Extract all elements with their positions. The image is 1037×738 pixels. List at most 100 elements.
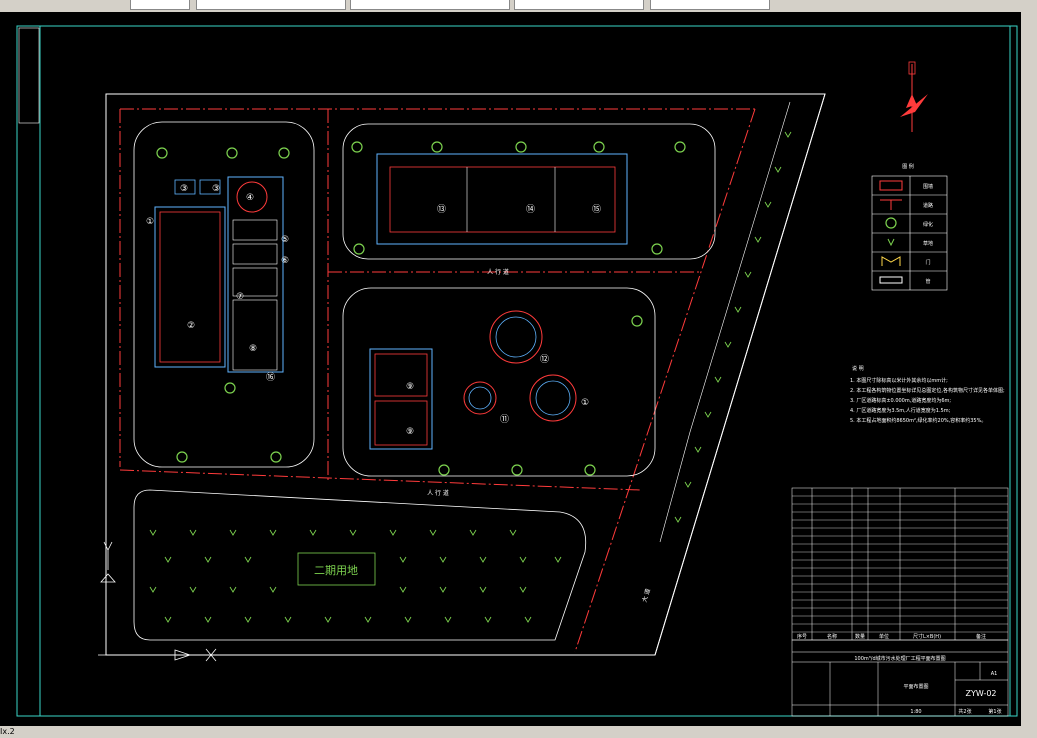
room <box>232 219 278 241</box>
drawing-number: ZYW-02 <box>965 689 996 698</box>
tank-10 <box>463 381 497 415</box>
sheet-number: 第1张 <box>988 708 1001 715</box>
unit-labels: ① ② ③ ④ ⑤ ⑥ ⑦ ⑧ ⑨ ⑨ ⑪ ⑫ ⑬ ⑭ ⑮ ⑯ ① ③ <box>146 184 601 437</box>
note-line: 1. 本图尺寸除标高以米计外其余均以mm计; <box>850 377 948 384</box>
tank-9-pair <box>369 348 433 450</box>
unit-number: ⑯ <box>266 372 275 383</box>
building-stack <box>227 176 284 373</box>
tank-11-inner <box>535 380 571 416</box>
wall-line <box>119 469 641 491</box>
notes: 说 明 1. 本图尺寸除标高以米计外其余均以mm计; 2. 本工程各构筑物位置坐… <box>850 365 1005 424</box>
title-block <box>791 639 1009 717</box>
tank-10-inner <box>468 386 492 410</box>
main-building-inner <box>389 166 616 233</box>
road-edge-inner <box>659 101 791 543</box>
table-header-cell: 备注 <box>976 633 986 640</box>
pipe-symbol <box>879 276 903 284</box>
small-box <box>199 179 221 195</box>
legend-title: 图 例 <box>902 163 914 170</box>
legend-label: 围墙 <box>923 183 933 190</box>
unit-number: ⑪ <box>500 414 509 425</box>
phase-2-label-box <box>297 552 376 586</box>
legend-label: 草地 <box>923 240 933 247</box>
unit-number: ③ <box>180 184 188 194</box>
note-line: 2. 本工程各构筑物位置坐标详见总图定位,各构筑物尺寸详见各单体图; <box>850 387 1005 394</box>
road-label: 大 道 <box>640 588 652 604</box>
tank-9b <box>374 400 428 446</box>
walkway-label: 人 行 道 <box>427 489 449 497</box>
cad-drawing-canvas[interactable]: 二期用地 人 行 道 人 行 道 大 道 ① ② ③ ④ ⑤ ⑥ ⑦ ⑧ ⑨ ⑨… <box>0 12 1021 726</box>
right-scrollbar[interactable] <box>1021 12 1037 726</box>
table-header-cell: 尺寸L×B(H) <box>913 633 941 640</box>
green-plot-center <box>342 287 656 477</box>
walkway-label: 人 行 道 <box>487 268 509 276</box>
status-text: Ix.2 <box>0 727 15 736</box>
legend-label: 管 <box>925 278 930 285</box>
title-block-title: 平面布置图 <box>903 683 928 690</box>
unit-number: ① <box>581 398 589 408</box>
phase-2-land <box>133 489 587 641</box>
unit-number: ⑬ <box>437 204 446 215</box>
scale: 1:80 <box>910 709 921 715</box>
tank-2 <box>154 206 226 368</box>
north-arrow-icon <box>900 61 928 132</box>
unit-number: ③ <box>212 184 220 194</box>
project-line: 100m³/d城市污水处理厂工程平面布置图 <box>854 655 945 662</box>
table-header-cell: 名称 <box>827 633 837 640</box>
unit-number: ② <box>187 321 195 331</box>
notes-title: 说 明 <box>852 365 864 372</box>
window-tab[interactable] <box>196 0 346 10</box>
small-box <box>174 179 196 195</box>
unit-number: ⑦ <box>236 292 244 302</box>
table-header-cell: 单位 <box>879 633 889 640</box>
tank-9a <box>374 353 428 397</box>
window-tab[interactable] <box>130 0 190 10</box>
legend-label: 门 <box>925 259 930 266</box>
unit-number: ⑨ <box>406 382 414 392</box>
stage-label: A1 <box>991 671 998 677</box>
tree-group <box>156 141 686 476</box>
note-line: 5. 本工程占地面积约8650m²,绿化率约20%,容积率约35%。 <box>850 417 986 424</box>
table-header-cell: 序号 <box>797 633 807 640</box>
tank-2-inner <box>159 211 221 363</box>
window-tab[interactable] <box>514 0 644 10</box>
sheet-info: 共2张 <box>958 708 971 715</box>
tank-12 <box>489 310 543 364</box>
window-tab[interactable] <box>350 0 510 10</box>
inner-frame <box>39 25 1011 717</box>
status-bar: Ix.2 <box>0 726 1037 738</box>
green-plot-north <box>342 123 716 260</box>
equipment-table <box>791 487 1009 641</box>
legend: 图 例 围墙 道路 绿化 草地 门 管 <box>871 163 948 291</box>
gate-symbol <box>881 256 901 266</box>
unit-number: ⑨ <box>406 427 414 437</box>
room <box>232 299 278 371</box>
unit-number: ⑭ <box>526 204 535 215</box>
legend-label: 绿化 <box>923 221 933 228</box>
wall-symbol <box>879 180 903 191</box>
revision-block <box>18 27 40 124</box>
wall-line <box>574 108 756 653</box>
drawing-frame <box>16 25 1018 717</box>
table-rows <box>792 495 1008 633</box>
unit-number: ⑥ <box>281 256 289 266</box>
table-header-cell: 数量 <box>855 633 865 640</box>
phase-2-label: 二期用地 <box>314 564 358 577</box>
grass-symbol <box>887 238 895 247</box>
tank-11 <box>529 374 577 422</box>
legend-label: 道路 <box>923 202 933 209</box>
room <box>232 267 278 297</box>
window-tab[interactable] <box>650 0 770 10</box>
app-toolbar <box>0 0 1037 12</box>
road-symbol <box>880 199 902 210</box>
digester-4 <box>236 181 268 213</box>
green-plot-west <box>133 121 315 468</box>
note-line: 3. 厂区道路标高±0.000m,道路宽度均为6m; <box>850 397 951 404</box>
tree-symbol <box>885 217 897 229</box>
note-line: 4. 厂区道路宽度为3.5m,人行道宽度为1.5m; <box>850 407 951 414</box>
unit-number: ⑫ <box>540 354 549 365</box>
unit-number: ① <box>146 217 154 227</box>
room <box>232 243 278 265</box>
unit-number: ⑤ <box>281 235 289 245</box>
unit-number: ⑧ <box>249 344 257 354</box>
